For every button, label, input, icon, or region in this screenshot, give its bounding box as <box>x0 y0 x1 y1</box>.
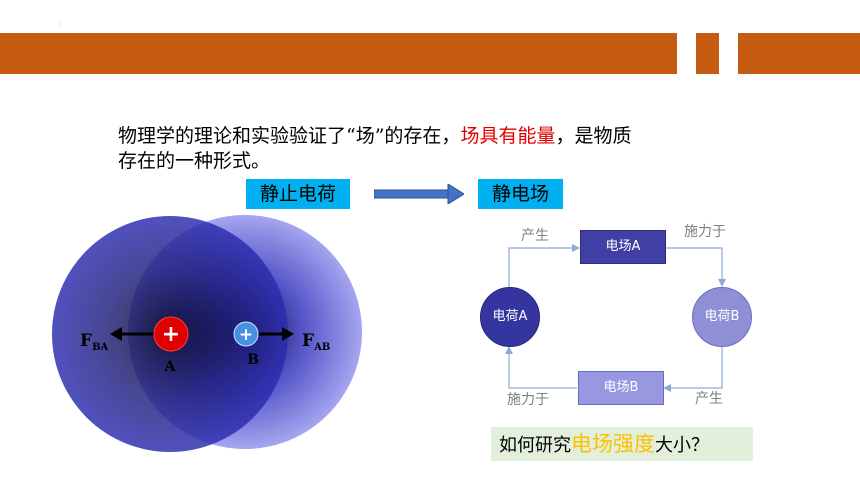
interaction-flow-arrows <box>505 244 726 392</box>
label-produce-top: 产生 <box>521 228 549 244</box>
force-ba-main: F <box>80 331 92 351</box>
question-text-before: 如何研究 <box>499 435 571 456</box>
plus-icon: + <box>239 325 253 345</box>
charge-a-positive <box>153 316 189 352</box>
force-ab-sub: AB <box>313 342 330 353</box>
intro-paragraph: 物理学的理论和实验验证了“场”的存在，场具有能量，是物质 存在的一种形式。 <box>118 124 738 174</box>
arrow-field-a-to-charge-b <box>665 247 723 284</box>
force-ba-sub: BA <box>92 342 108 353</box>
header-bar <box>0 33 860 74</box>
static-charge-label: 静止电荷 <box>246 179 350 209</box>
force-ba-label: FBA <box>80 331 109 353</box>
header-block-right <box>719 33 738 74</box>
charge-b-positive <box>233 321 259 347</box>
charge-b-label: B <box>247 352 259 368</box>
right-arrow-icon <box>374 184 464 204</box>
arrowhead-icon <box>572 244 580 252</box>
arrowhead-icon <box>663 384 671 392</box>
charge-a-label: A <box>164 359 177 375</box>
intro-text-line2: 存在的一种形式。 <box>118 150 271 172</box>
header-dot: · <box>58 20 61 29</box>
field-circles-diagram: + + FBA FAB A B <box>52 215 362 452</box>
arrow-charge-b-to-field-b <box>666 346 723 389</box>
intro-highlight: 场具有能量 <box>460 125 556 147</box>
question-box: 如何研究电场强度大小？ <box>491 427 753 461</box>
intro-text-a: 物理学的理论和实验验证了“场”的存在， <box>118 125 461 147</box>
question-text-after: 大小？ <box>655 435 709 456</box>
arrow-charge-a-to-field-a <box>508 247 577 288</box>
arrowhead-icon <box>505 346 513 354</box>
field-b-node: 电场B <box>578 371 664 405</box>
arrow-left-icon <box>110 327 122 341</box>
force-ab-label: FAB <box>302 331 330 353</box>
plus-icon: + <box>162 322 180 347</box>
label-produce-bottom: 产生 <box>695 391 723 407</box>
charge-a-node: 电荷A <box>480 287 540 347</box>
arrow-field-b-to-charge-a <box>508 349 577 389</box>
charge-b-node: 电荷B <box>692 287 752 347</box>
intro-text-b: ，是物质 <box>555 125 632 147</box>
field-a-node: 电场A <box>580 230 666 264</box>
label-act-on-bottom: 施力于 <box>507 392 549 408</box>
arrowhead-icon <box>718 279 726 287</box>
static-field-label: 静电场 <box>478 179 563 209</box>
header-block-left <box>677 33 696 74</box>
arrow-right-icon <box>282 327 294 341</box>
question-highlight: 电场强度 <box>571 432 655 456</box>
label-act-on-top: 施力于 <box>684 224 726 240</box>
force-ab-main: F <box>302 331 314 351</box>
